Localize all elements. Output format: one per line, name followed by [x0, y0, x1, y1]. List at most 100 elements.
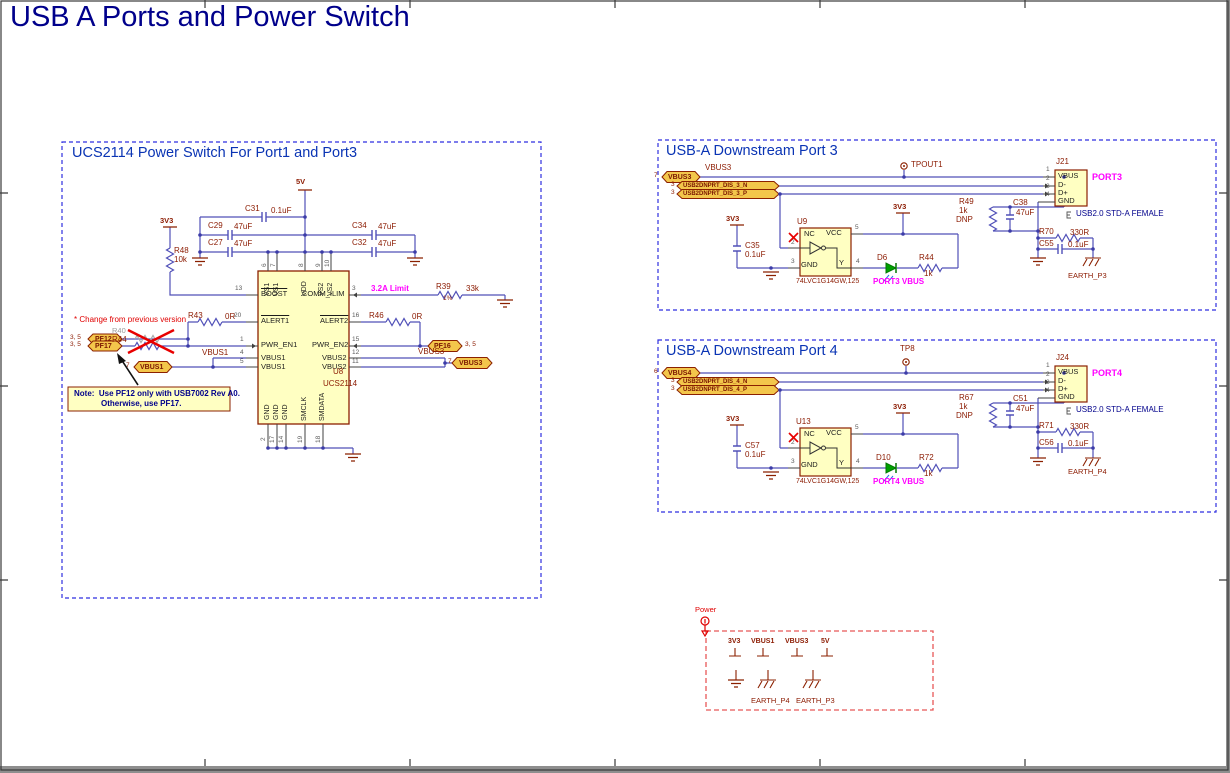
val-r48: 10k: [174, 255, 187, 264]
u8-pin-9: 9: [315, 263, 322, 267]
val-c35: 0.1uF: [745, 250, 766, 259]
sheetref-dis3p: 3: [671, 189, 675, 196]
flag-pf12-label: PF12: [95, 336, 112, 343]
u13-inverter-icon: [800, 441, 851, 469]
ref-r46: R46: [369, 311, 384, 320]
flag-vbus3-port3[interactable]: [661, 171, 701, 183]
note-line-2: Otherwise, use PF17.: [101, 399, 182, 408]
val-c56: 0.1uF: [1068, 439, 1089, 448]
ref-r49: R49: [959, 197, 974, 206]
note-box: [67, 386, 231, 412]
val-r71: 330R: [1070, 422, 1090, 431]
flag-pf16-label: PF16: [434, 343, 451, 350]
val-c55: 0.1uF: [1068, 240, 1089, 249]
junctions-ucs: [186, 215, 447, 450]
j21-desc: USB2.0 STD-A FEMALE: [1076, 209, 1164, 218]
u8-pin-20: 20: [234, 312, 242, 319]
val-r46: 0R: [412, 312, 423, 321]
resistor-R46: [385, 317, 411, 327]
val-c27: 47uF: [234, 239, 253, 248]
u8-pin-14: 14: [278, 435, 285, 443]
ic-u8-body[interactable]: [257, 270, 350, 425]
conn-j24-body[interactable]: [1054, 365, 1088, 403]
u8-pin-17: 17: [269, 435, 276, 443]
power-bars-port4: [730, 412, 910, 426]
ref-j24: J24: [1056, 353, 1069, 362]
resistor-R72: [917, 463, 943, 473]
u8-name-pwren1: PWR_EN1: [261, 340, 298, 349]
u13-pin-2: 2: [791, 439, 795, 446]
val-c29: 47uF: [234, 222, 253, 231]
val-c38: 47uF: [1016, 208, 1035, 217]
port4-resistors[interactable]: [917, 402, 1081, 473]
u8-name-alert2: ALERT2: [320, 316, 349, 325]
j24-pin-3: 3: [1046, 379, 1050, 386]
j24-name-gnd: GND: [1058, 392, 1075, 401]
sheetref-pf12: 3, 5: [70, 334, 81, 341]
u8-name-pwren2: PWR_EN2: [312, 340, 349, 349]
resistor-R39: [437, 290, 463, 300]
u9-pin-stubs: [788, 233, 863, 269]
ref-r48: R48: [174, 246, 189, 255]
val-r70: 330R: [1070, 228, 1090, 237]
ref-r67: R67: [959, 393, 974, 402]
flag-pf16[interactable]: [427, 340, 463, 352]
sheetref-dis4n: 3: [671, 377, 675, 384]
ref-r44-led: R44: [919, 253, 934, 262]
port4-wires: [700, 366, 1094, 469]
section-title-port4: USB-A Downstream Port 4: [666, 343, 838, 359]
sheetref-vbus3-u8: 7: [448, 358, 452, 365]
j21-name-dp: D+: [1058, 188, 1068, 197]
ref-c35: C35: [745, 241, 760, 250]
u8-pin-1: 1: [240, 336, 244, 343]
resistor-R44-led: [917, 263, 943, 273]
power-gnd-stub: [735, 670, 814, 680]
port4-label: PORT4: [1092, 368, 1123, 378]
ref-c56: C56: [1039, 438, 1054, 447]
val-u9: 74LVC1G14GW,125: [796, 278, 860, 285]
u9-pin-3: 3: [791, 258, 795, 265]
u8-pin-2: 2: [260, 437, 267, 441]
ref-tp8: TP8: [900, 344, 915, 353]
u8-name-commilim: COMM_ILIM: [302, 289, 345, 298]
ref-r71: R71: [1039, 421, 1054, 430]
ref-u13: U13: [796, 417, 811, 426]
u8-pin-10: 10: [324, 259, 331, 267]
u8-name-vdd: VDD: [301, 281, 308, 296]
led-d6[interactable]: [883, 262, 898, 283]
ref-r40-dnp: R40: [112, 326, 126, 335]
u8-name-vbus1b: VBUS1: [261, 362, 286, 371]
led-d10[interactable]: [883, 462, 898, 483]
port3-resistors[interactable]: [917, 206, 1081, 273]
val-r72: 1k: [924, 469, 933, 478]
box-ucs2114: [61, 141, 542, 599]
ref-c27: C27: [208, 238, 223, 247]
u9-name-gnd: GND: [801, 260, 818, 269]
u9-name-y: Y: [839, 258, 845, 267]
ref-r43: R43: [188, 311, 203, 320]
section-title-ucs2114: UCS2114 Power Switch For Port1 and Port3: [72, 145, 358, 161]
ilim-note: 3.2A Limit: [371, 284, 409, 293]
flag-dis4p-label: USB2DNPRT_DIS_4_P: [683, 387, 748, 393]
j24-pin-1: 1: [1046, 362, 1050, 369]
flag-vbus4[interactable]: [661, 367, 701, 379]
val-u8: UCS2114: [323, 379, 358, 388]
pwr-3v3: 3V3: [728, 638, 741, 645]
val-c31: 0.1uF: [271, 206, 292, 215]
pwr-vbus3: VBUS3: [785, 638, 809, 645]
flag-vbus3-u8[interactable]: [451, 357, 493, 369]
flag-pf17[interactable]: [87, 340, 123, 352]
pwr-vbus1: VBUS1: [751, 638, 775, 645]
flag-vbus1[interactable]: [133, 361, 173, 373]
ref-c38: C38: [1013, 198, 1028, 207]
conn-j21-body[interactable]: [1054, 169, 1088, 207]
note-arrowhead-icon: [117, 353, 126, 364]
u8-pin-16: 16: [352, 312, 360, 319]
flag-vbus1-label: VBUS1: [140, 364, 164, 371]
resistors-ucs[interactable]: [134, 247, 463, 351]
section-title-port3: USB-A Downstream Port 3: [666, 143, 838, 159]
note-arrow: [120, 358, 139, 386]
u8-name-vs1a: VS1: [264, 282, 271, 296]
